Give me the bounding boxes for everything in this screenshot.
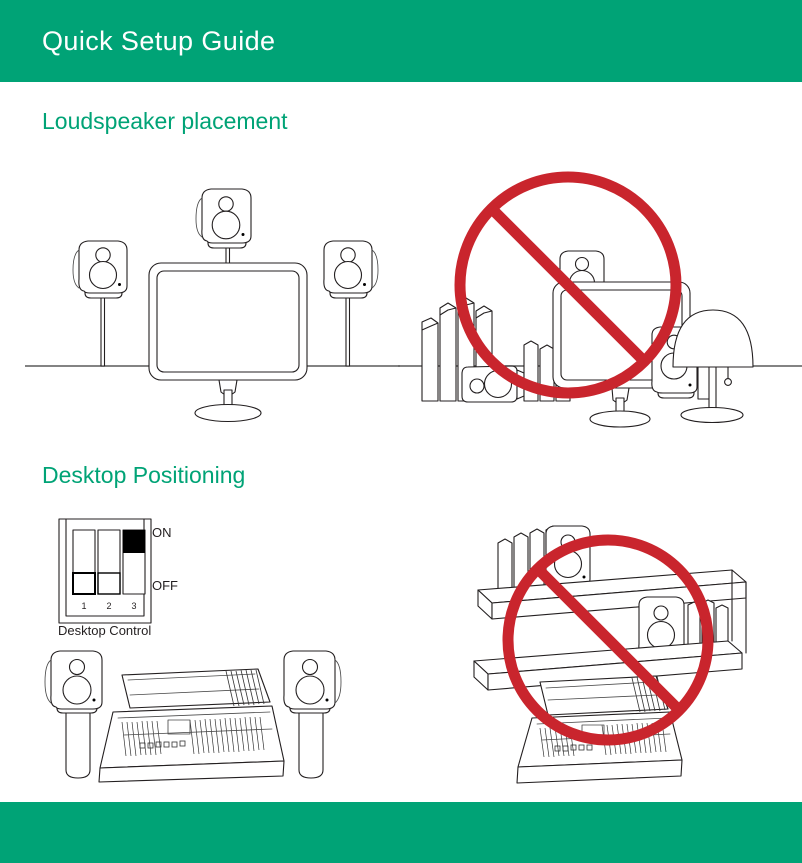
figure-correct-placement	[0, 170, 400, 430]
dip-label-on: ON	[152, 525, 172, 540]
dip-switch-2-number: 2	[106, 601, 111, 611]
shelf-lower	[473, 640, 743, 691]
dip-switch-3-number: 3	[131, 601, 136, 611]
dip-switch-1	[72, 529, 96, 595]
dip-switch-3	[122, 529, 146, 595]
header-band: Quick Setup Guide	[0, 0, 802, 82]
dip-switch-2	[97, 529, 121, 595]
computer-monitor	[148, 262, 308, 423]
section-heading-desktop-positioning: Desktop Positioning	[42, 462, 246, 488]
speaker-left-on-stand	[44, 650, 103, 779]
figure-wrong-placement	[398, 170, 802, 430]
desktop-control-caption: Desktop Control	[58, 623, 152, 638]
speaker-right	[323, 240, 379, 367]
speaker-center	[195, 188, 252, 274]
desktop-control-dip-switch[interactable]: 1 2 3	[56, 516, 256, 646]
prohibition-circle	[454, 171, 682, 399]
dip-switch-1-number: 1	[81, 601, 86, 611]
mixing-console	[516, 675, 683, 784]
figure-correct-desktop	[40, 640, 380, 800]
prohibition-sign	[454, 171, 682, 399]
prohibition-slash	[534, 565, 683, 714]
mixing-console	[98, 668, 285, 783]
section-heading-loudspeaker-placement: Loudspeaker placement	[42, 108, 288, 134]
table-lamp	[672, 309, 754, 424]
page-title: Quick Setup Guide	[42, 26, 276, 56]
speaker-right-on-stand	[283, 650, 342, 779]
prohibition-sign	[502, 534, 714, 746]
prohibition-slash	[488, 205, 648, 365]
figure-wrong-desktop	[460, 510, 790, 800]
dip-label-off: OFF	[152, 578, 178, 593]
footer-band	[0, 802, 802, 863]
prohibition-circle	[502, 534, 714, 746]
speaker-left	[72, 240, 128, 367]
